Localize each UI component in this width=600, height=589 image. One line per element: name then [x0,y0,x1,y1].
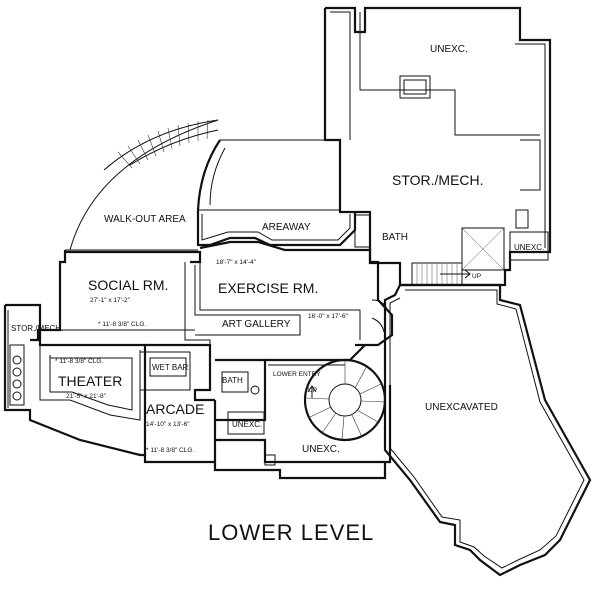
label-arcade-dim: 14'-10" x 13'-6" [146,421,190,428]
stair-right [411,262,471,286]
lower-entry [265,344,387,442]
label-stor-mech-main: STOR./MECH. [392,172,484,188]
label-arcade: ARCADE [146,401,204,417]
label-exercise-rm: EXERCISE RM. [218,280,318,296]
label-exercise-dim-bottom: 16'-0" x 17'-6" [308,313,349,320]
areaway [196,210,371,248]
label-up-stair-right: UP [472,273,481,280]
label-walkout-area: WALK-OUT AREA [104,214,186,225]
walkout-area [65,119,340,251]
label-unexc-top: UNEXC. [430,44,468,55]
label-unexc-bottom: UNEXC. [302,444,340,455]
label-theater-clg: * 11'-8 3/8" CLG. [55,358,103,365]
arcade-wing [139,343,267,464]
label-arcade-clg: * 11'-8 3/8" CLG. [146,447,194,454]
unexc-bottom [213,385,392,480]
label-exercise-dim-top: 18'-7" x 14'-4" [216,259,257,266]
label-art-gallery: ART GALLERY [222,319,291,330]
label-theater: THEATER [58,373,122,389]
label-up-stair-spiral: UP [308,387,317,394]
label-bath-mid: BATH [222,376,243,385]
label-bath-top: BATH [382,232,408,243]
label-unexc-mid: UNEXC. [232,420,262,429]
label-theater-dim: 21'-5" x 21'-8" [66,393,107,400]
label-unexcavated: UNEXCAVATED [425,402,498,413]
label-social-rm: SOCIAL RM. [88,277,168,293]
stor-mech-block [323,6,552,287]
central-rooms [30,240,394,347]
label-wet-bar: WET BAR [152,363,189,372]
label-unexc-small-right: UNEXC. [514,243,544,252]
label-lower-entry: LOWER ENTRY [273,371,321,378]
label-social-clg: * 11'-8 3/8" CLG. [98,321,146,328]
plan-title: LOWER LEVEL [208,520,374,545]
unexcavated-area [383,283,592,577]
label-social-dim: 27'-1" x 17'-2" [90,297,131,304]
label-areaway: AREAWAY [262,222,311,233]
label-stor-mech-left: STOR./MECH. [11,324,63,333]
theater-wing [3,303,147,457]
